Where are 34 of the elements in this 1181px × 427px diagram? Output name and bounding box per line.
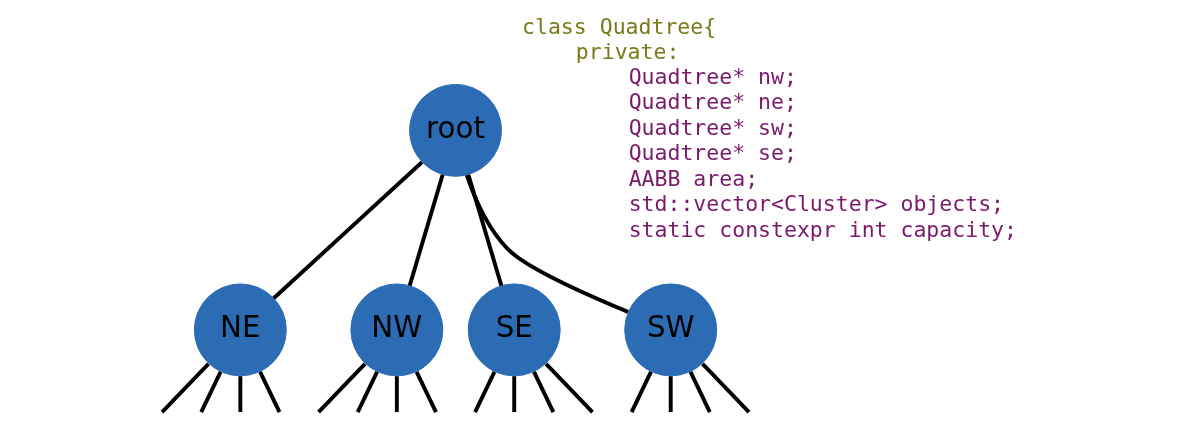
connector [414,371,438,413]
connector [237,376,242,413]
label: Quadtree* nw; [628,64,797,89]
label: Quadtree* sw; [628,114,797,140]
connector [472,371,496,413]
label: Quadtree* se; [628,140,797,166]
connector [531,371,555,413]
label: AABB area; [628,165,758,191]
connector [629,371,653,413]
node-circle: root [408,83,502,177]
label: static constexpr int capacity; [628,216,1017,242]
connector [355,371,379,413]
connector [464,174,629,314]
node-circle: SE [467,283,561,377]
connector [271,160,423,300]
node-circle: NE [193,283,287,377]
node-circle: NW [349,283,443,377]
connector [316,362,366,414]
connector [394,376,399,413]
connector [257,371,281,413]
connector [544,362,594,414]
connector [466,174,503,287]
connector [511,376,516,413]
connector [688,371,712,413]
label: std::vector<Cluster> objects; [628,191,1004,217]
label: class Quadtree{ [521,14,716,40]
node-circle: SW [623,283,717,377]
connector [668,376,673,413]
label: private: [575,38,679,64]
connector [407,174,445,287]
label: Quadtree* ne; [628,89,797,115]
connector [198,371,222,413]
connector [700,362,750,414]
connector [160,362,210,414]
